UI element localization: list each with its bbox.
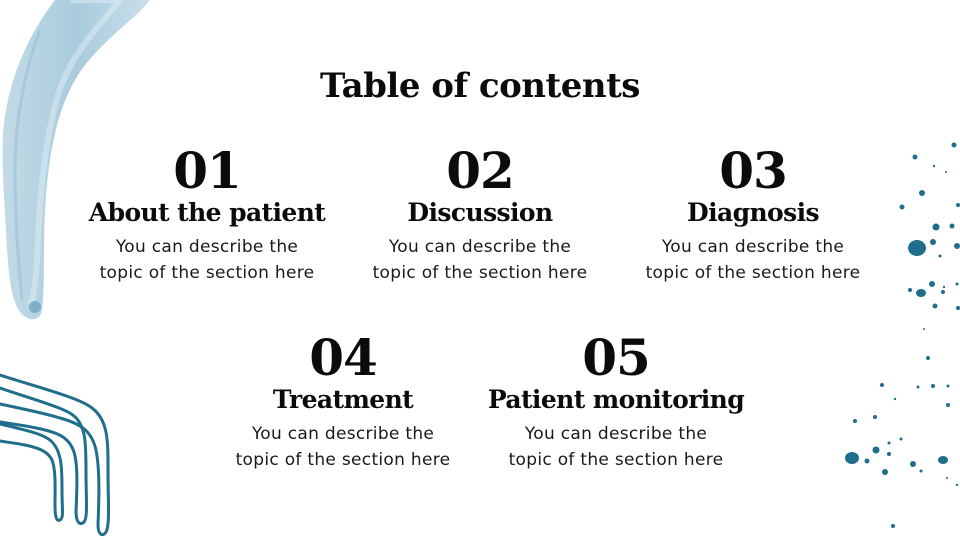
section-description-line: topic of the section here — [645, 263, 861, 283]
section-description: You can describe the topic of the sectio… — [476, 421, 756, 473]
toc-section-about-the-patient[interactable]: 01 About the patient You can describe th… — [67, 144, 347, 286]
curved-lines-decoration — [0, 373, 110, 537]
section-heading: Treatment — [272, 385, 414, 414]
section-description: You can describe the topic of the sectio… — [67, 234, 347, 286]
section-number: 02 — [446, 141, 515, 200]
section-description: You can describe the topic of the sectio… — [613, 234, 893, 286]
section-heading: Discussion — [407, 198, 553, 227]
section-heading: Patient monitoring — [487, 385, 745, 414]
section-description-line: You can describe the — [115, 237, 299, 257]
toc-section-discussion[interactable]: 02 Discussion You can describe the topic… — [340, 144, 620, 286]
toc-section-diagnosis[interactable]: 03 Diagnosis You can describe the topic … — [613, 144, 893, 286]
section-heading: Diagnosis — [687, 198, 820, 227]
section-number: 05 — [582, 328, 651, 387]
section-number: 03 — [719, 141, 788, 200]
page-title: Table of contents — [320, 66, 640, 106]
section-description-line: You can describe the — [524, 424, 708, 444]
toc-section-patient-monitoring[interactable]: 05 Patient monitoring You can describe t… — [476, 331, 756, 473]
section-number: 04 — [309, 328, 378, 387]
section-description-line: topic of the section here — [99, 263, 315, 283]
toc-section-treatment[interactable]: 04 Treatment You can describe the topic … — [203, 331, 483, 473]
section-description-line: You can describe the — [388, 237, 572, 257]
section-description-line: You can describe the — [251, 424, 435, 444]
section-heading: About the patient — [88, 198, 326, 227]
section-description: You can describe the topic of the sectio… — [340, 234, 620, 286]
section-description-line: topic of the section here — [235, 450, 451, 470]
section-description: You can describe the topic of the sectio… — [203, 421, 483, 473]
section-description-line: topic of the section here — [372, 263, 588, 283]
section-description-line: topic of the section here — [508, 450, 724, 470]
section-description-line: You can describe the — [661, 237, 845, 257]
section-number: 01 — [173, 141, 242, 200]
